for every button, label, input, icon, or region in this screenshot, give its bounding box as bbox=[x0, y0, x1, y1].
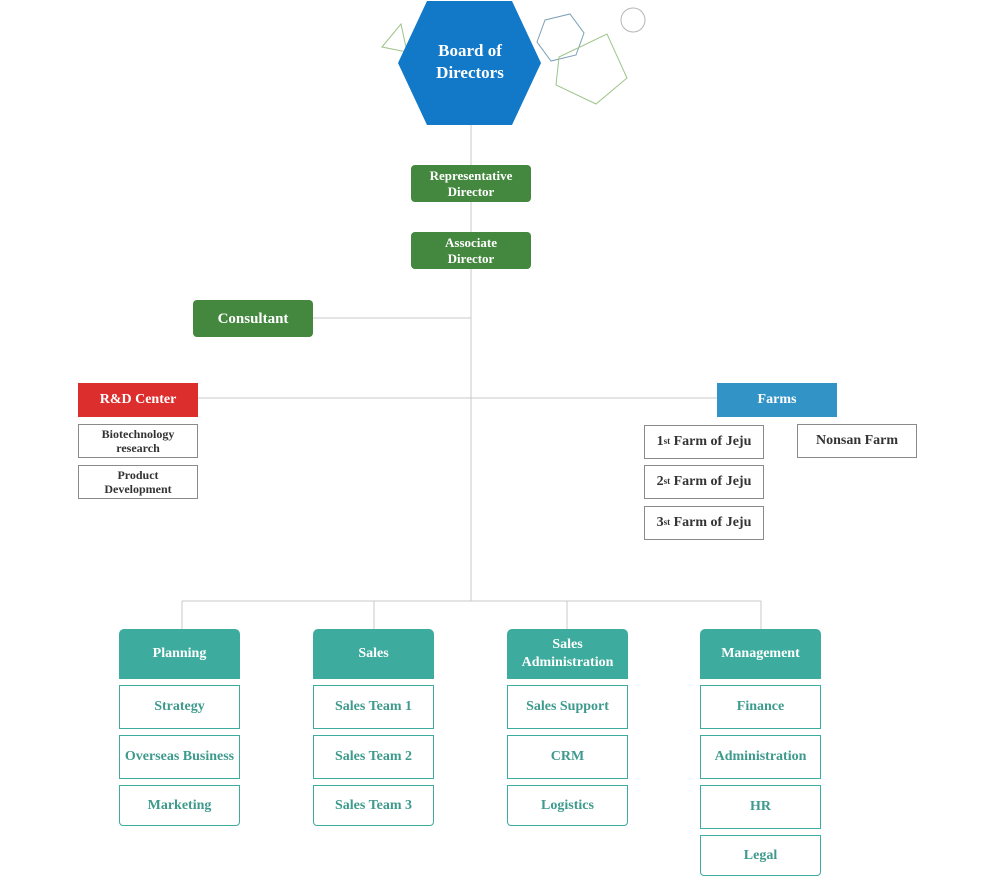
decor-pentagon bbox=[555, 33, 628, 105]
farm-name: Farm of Jeju bbox=[673, 515, 752, 530]
rnd-item-biotechnology[interactable]: Biotechnology research bbox=[78, 424, 198, 458]
department-item-crm[interactable]: CRM bbox=[507, 735, 628, 779]
decor-circle bbox=[620, 7, 646, 33]
consultant-box[interactable]: Consultant bbox=[193, 300, 313, 337]
farm-ordinal: 3 bbox=[656, 515, 664, 530]
department-item-overseas-business[interactable]: Overseas Business bbox=[119, 735, 240, 779]
department-item-legal[interactable]: Legal bbox=[700, 835, 821, 876]
department-header-sales[interactable]: Sales bbox=[313, 629, 434, 679]
department-item-finance[interactable]: Finance bbox=[700, 685, 821, 729]
department-item-hr[interactable]: HR bbox=[700, 785, 821, 829]
connector-lines bbox=[181, 125, 762, 629]
department-item-sales-team-3[interactable]: Sales Team 3 bbox=[313, 785, 434, 826]
farms-header[interactable]: Farms bbox=[717, 383, 837, 417]
farm-ordinal-suffix: st bbox=[663, 517, 671, 527]
department-header-management[interactable]: Management bbox=[700, 629, 821, 679]
department-header-planning[interactable]: Planning bbox=[119, 629, 240, 679]
department-item-strategy[interactable]: Strategy bbox=[119, 685, 240, 729]
department-item-sales-team-2[interactable]: Sales Team 2 bbox=[313, 735, 434, 779]
board-of-directors-hexagon[interactable] bbox=[398, 1, 541, 125]
department-item-sales-team-1[interactable]: Sales Team 1 bbox=[313, 685, 434, 729]
farm-ordinal-suffix: st bbox=[663, 476, 671, 486]
decor-hexagon bbox=[536, 13, 585, 62]
department-item-logistics[interactable]: Logistics bbox=[507, 785, 628, 826]
rnd-center-header[interactable]: R&D Center bbox=[78, 383, 198, 417]
department-header-sales-administration[interactable]: Sales Administration bbox=[507, 629, 628, 679]
farm-name: Farm of Jeju bbox=[673, 474, 752, 489]
board-of-directors-label: Board of Directors bbox=[436, 41, 504, 82]
farm-ordinal-suffix: st bbox=[663, 436, 671, 446]
farm-ordinal: 2 bbox=[656, 474, 664, 489]
representative-director-box[interactable]: Representative Director bbox=[411, 165, 531, 202]
farm-name: Farm of Jeju bbox=[673, 434, 752, 449]
farm-ordinal: 1 bbox=[656, 434, 664, 449]
decor-triangle bbox=[381, 22, 408, 53]
department-item-sales-support[interactable]: Sales Support bbox=[507, 685, 628, 729]
department-item-administration[interactable]: Administration bbox=[700, 735, 821, 779]
rnd-item-product-development[interactable]: Product Development bbox=[78, 465, 198, 499]
farm-item-nonsan[interactable]: Nonsan Farm bbox=[797, 424, 917, 458]
department-item-marketing[interactable]: Marketing bbox=[119, 785, 240, 826]
associate-director-box[interactable]: Associate Director bbox=[411, 232, 531, 269]
